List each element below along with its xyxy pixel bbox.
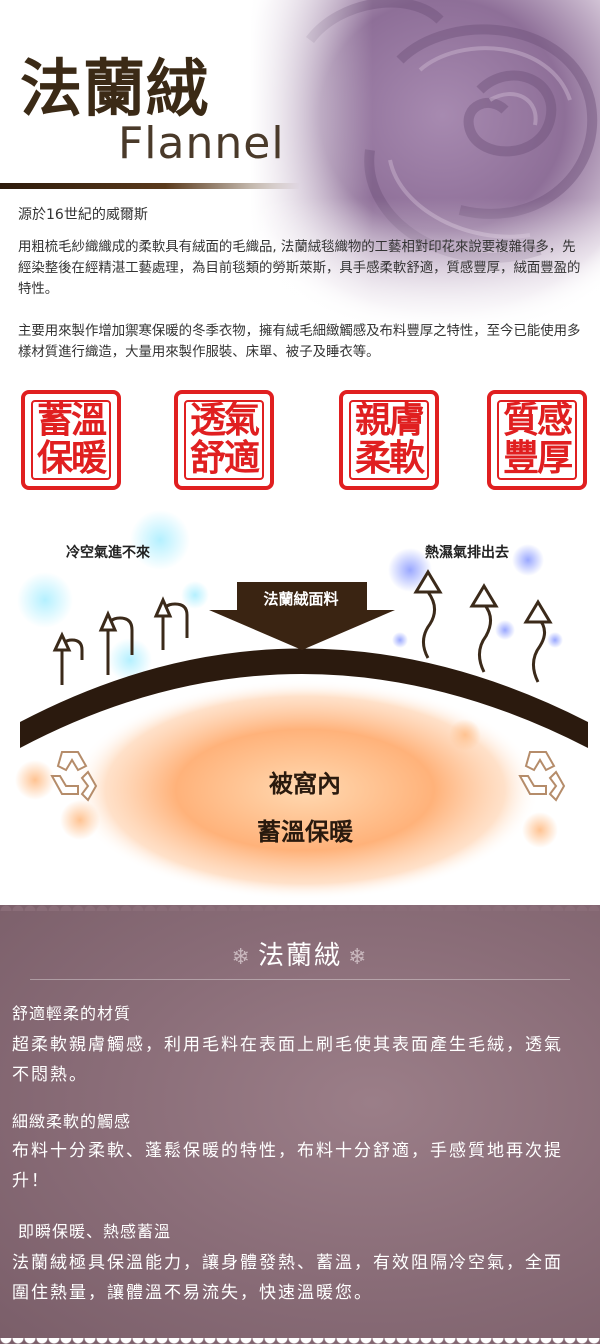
origin-subtitle: 源於16世紀的威爾斯 xyxy=(18,207,148,223)
feature-heading: 細緻柔軟的觸感 xyxy=(12,1112,132,1131)
features-title: ❄法蘭絨❄ xyxy=(0,935,600,972)
feature-heading: 即瞬保暖、熱感蓄溫 xyxy=(18,1222,172,1241)
feature-text: 布料十分柔軟、蓬鬆保暖的特性，布料十分舒適，手感質地再次提升！ xyxy=(12,1141,563,1191)
fabric-label: 法蘭絨面料 xyxy=(263,590,339,608)
snowflake-icon: ❄ xyxy=(231,945,252,970)
stamp-line: 蓄溫 xyxy=(36,400,107,441)
stamp-line: 親膚 xyxy=(354,400,425,441)
feature-stamps: 蓄溫 保暖 透氣 舒適 親膚 柔軟 質感 豐厚 xyxy=(0,390,600,494)
flannel-rose-image xyxy=(250,0,600,330)
snowflake-icon: ❄ xyxy=(348,945,369,970)
stamp-line: 保暖 xyxy=(36,438,107,479)
warm-inside-label: 被窩內 xyxy=(269,770,341,798)
recycle-icon-left xyxy=(50,751,98,802)
stamp-breathable: 透氣 舒適 xyxy=(174,390,274,490)
recycle-icon-right xyxy=(518,751,566,802)
features-divider xyxy=(30,979,570,980)
cold-air-label: 冷空氣進不來 xyxy=(66,545,150,561)
feature-text: 超柔軟親膚觸感，利用毛料在表面上刷毛使其表面產生毛絨，透氣不悶熱。 xyxy=(12,1035,563,1085)
feature-heading: 舒適輕柔的材質 xyxy=(12,1004,132,1023)
intro-section: 法蘭絨 Flannel 源於16世紀的威爾斯 用粗梳毛紗織織成的柔軟具有絨面的毛… xyxy=(0,0,600,900)
insulation-diagram xyxy=(15,510,588,900)
stamp-line: 質感 xyxy=(502,400,573,441)
stamp-line: 舒適 xyxy=(189,438,260,479)
down-arrow xyxy=(209,582,395,650)
stamp-warmth: 蓄溫 保暖 xyxy=(21,390,121,490)
feature-text: 法蘭絨極具保溫能力，讓身體發熱、蓄溫，有效阻隔冷空氣，全面圍住熱量，讓體溫不易流… xyxy=(12,1253,563,1303)
stamp-thick-texture: 質感 豐厚 xyxy=(487,390,587,490)
stamp-line: 柔軟 xyxy=(354,438,425,479)
intro-paragraph-2: 主要用來製作增加禦寒保暖的冬季衣物，擁有絨毛細緻觸感及布料豐厚之特性，至今已能使… xyxy=(18,324,581,360)
stamp-line: 豐厚 xyxy=(502,438,573,479)
features-section: ❄法蘭絨❄ 舒適輕柔的材質 超柔軟親膚觸感，利用毛料在表面上刷毛使其表面產生毛絨… xyxy=(0,899,600,1344)
title-chinese: 法蘭絨 xyxy=(20,52,210,125)
warm-keep-label: 蓄溫保暖 xyxy=(257,818,353,846)
stamp-skin-friendly: 親膚 柔軟 xyxy=(339,390,439,490)
intro-paragraph-1: 用粗梳毛紗織織成的柔軟具有絨面的毛織品, 法蘭絨毯織物的工藝相對印花來說要複雜得… xyxy=(18,240,581,297)
title-divider xyxy=(0,183,300,189)
scallop-edge-bottom xyxy=(0,1338,600,1344)
moisture-out-label: 熱濕氣排出去 xyxy=(425,545,509,561)
title-english: Flannel xyxy=(118,118,285,169)
stamp-line: 透氣 xyxy=(189,400,260,441)
features-title-text: 法蘭絨 xyxy=(257,941,342,971)
scallop-edge-top xyxy=(0,899,600,911)
fabric-layer xyxy=(20,648,588,748)
